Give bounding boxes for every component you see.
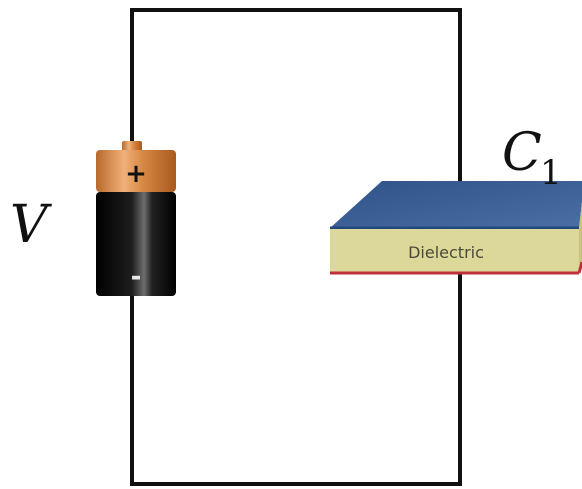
battery: + - [96,141,176,296]
wire-bottom [130,274,462,486]
dielectric-front [330,229,579,272]
battery-positive-sign: + [125,159,147,189]
battery-terminal [122,141,142,151]
wire-top-left [130,8,462,196]
capacitor-label: C [502,123,542,183]
capacitor: Dielectric [330,181,582,275]
battery-body [96,192,176,296]
circuit-wires [130,8,462,486]
battery-negative-sign: - [131,262,142,292]
dielectric-label: Dielectric [408,243,484,262]
dielectric-side [579,202,582,272]
capacitor-subscript: 1 [540,153,562,193]
capacitor-top-plate [330,181,582,228]
voltage-label: V [10,195,52,255]
battery-positive-cap [96,150,176,192]
